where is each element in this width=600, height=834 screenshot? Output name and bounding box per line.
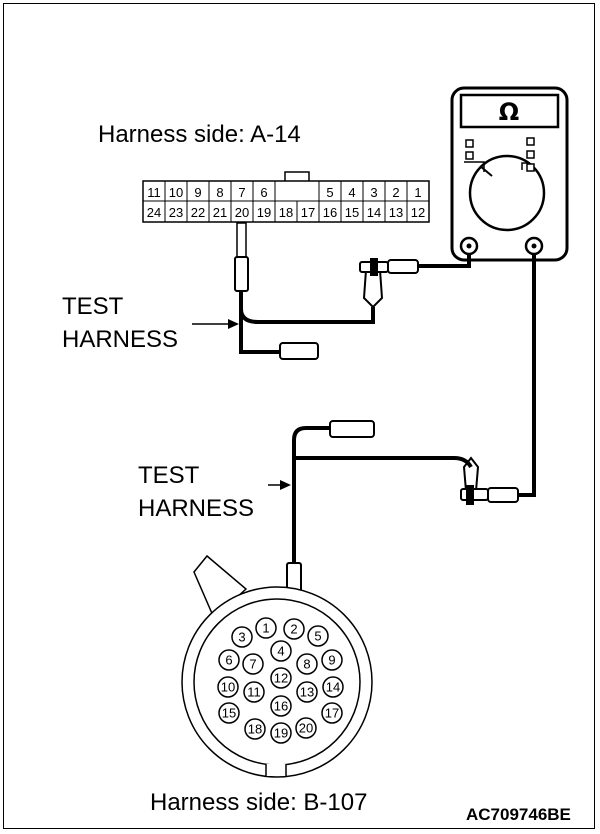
a14-pin-2: 2 xyxy=(392,185,399,200)
figure-code: AC709746BE xyxy=(466,805,571,824)
b107-pin-12 xyxy=(270,667,292,689)
test-harness-upper-line1: TEST xyxy=(62,293,124,320)
b107-pin-label-16: 16 xyxy=(274,699,288,714)
b107-pin-13 xyxy=(296,681,318,703)
b107-pin-label-6: 6 xyxy=(225,653,232,668)
b107-pin-3 xyxy=(231,626,253,648)
lower-test-probe xyxy=(286,420,473,624)
test-harness-lower-line2: HARNESS xyxy=(138,495,255,522)
b107-pin-14 xyxy=(322,676,344,698)
a14-pin-8: 8 xyxy=(216,185,223,200)
a14-pin-22: 22 xyxy=(191,205,205,220)
a14-pin-16: 16 xyxy=(323,205,337,220)
a14-pin-18: 18 xyxy=(279,205,293,220)
a14-pin-13: 13 xyxy=(389,205,403,220)
b107-pin-9 xyxy=(321,649,343,671)
multimeter: Ω xyxy=(450,86,569,262)
a14-pin-6: 6 xyxy=(260,185,267,200)
b107-pin-label-7: 7 xyxy=(249,657,256,672)
a14-pin-4: 4 xyxy=(348,185,355,200)
selector-dial xyxy=(468,154,546,232)
a14-pin-24: 24 xyxy=(147,205,161,220)
test-harness-lower-line1: TEST xyxy=(138,462,200,489)
a14-pin-15: 15 xyxy=(345,205,359,220)
b107-pin-18 xyxy=(244,718,266,740)
a14-pin-17: 17 xyxy=(301,205,315,220)
b107-pin-label-8: 8 xyxy=(303,657,310,672)
b107-pin-label-1: 1 xyxy=(262,621,269,636)
a14-pin-12: 12 xyxy=(411,205,425,220)
b107-pin-label-2: 2 xyxy=(290,622,297,637)
leader-arrows xyxy=(192,319,291,490)
a14-pin-3: 3 xyxy=(370,185,377,200)
b107-pin-20 xyxy=(295,717,317,739)
connector-b107-key xyxy=(193,554,248,620)
test-harness-upper-line2: HARNESS xyxy=(62,326,179,353)
b107-pin-label-11: 11 xyxy=(247,685,261,700)
b107-pin-15 xyxy=(218,702,240,724)
meter-lead-left xyxy=(418,254,471,268)
a14-pin-20: 20 xyxy=(235,205,249,220)
b107-pin-label-14: 14 xyxy=(326,680,340,695)
b107-pin-label-18: 18 xyxy=(248,722,262,737)
a14-pin-19: 19 xyxy=(257,205,271,220)
b107-pin-8 xyxy=(296,653,318,675)
b107-pin-label-15: 15 xyxy=(222,706,236,721)
b107-pin-label-13: 13 xyxy=(300,685,314,700)
b107-pin-label-12: 12 xyxy=(274,671,288,686)
connector-a14-label: Harness side: A-14 xyxy=(98,121,301,148)
b107-pin-label-9: 9 xyxy=(328,653,335,668)
a14-pin-5: 5 xyxy=(326,185,333,200)
b107-pin-5 xyxy=(307,625,329,647)
b107-pin-4 xyxy=(270,640,292,662)
b107-pin-16 xyxy=(270,695,292,717)
a14-pin-11: 11 xyxy=(147,185,161,200)
b107-pin-19 xyxy=(270,722,292,744)
a14-pin-21: 21 xyxy=(213,205,227,220)
b107-pin-label-17: 17 xyxy=(325,706,339,721)
lower-alligator-clip xyxy=(460,456,519,505)
b107-pin-1 xyxy=(255,617,277,639)
a14-pin-7: 7 xyxy=(238,185,245,200)
upper-spare-plug xyxy=(279,342,319,360)
diagram-frame xyxy=(3,3,595,829)
b107-pin-label-10: 10 xyxy=(221,680,235,695)
meter-lead-right xyxy=(518,254,536,497)
a14-pin-9: 9 xyxy=(194,185,201,200)
connector-a14 xyxy=(142,171,430,223)
b107-pin-2 xyxy=(283,618,305,640)
lower-spare-plug xyxy=(329,420,375,438)
b107-pin-10 xyxy=(217,676,239,698)
a14-pin-10: 10 xyxy=(169,185,183,200)
ohm-symbol: Ω xyxy=(499,98,519,126)
b107-pin-label-20: 20 xyxy=(299,721,313,736)
b107-pin-label-4: 4 xyxy=(277,644,284,659)
a14-pin-23: 23 xyxy=(169,205,183,220)
upper-test-probe xyxy=(234,222,375,360)
upper-alligator-clip xyxy=(359,258,419,309)
b107-pin-7 xyxy=(242,653,264,675)
b107-pin-6 xyxy=(218,649,240,671)
b107-pin-label-19: 19 xyxy=(274,726,288,741)
a14-pin-14: 14 xyxy=(367,205,381,220)
connector-b107 xyxy=(181,554,373,778)
a14-pin-1: 1 xyxy=(414,185,421,200)
connector-b107-label: Harness side: B-107 xyxy=(150,789,368,816)
b107-pin-17 xyxy=(321,702,343,724)
b107-pin-11 xyxy=(243,681,265,703)
b107-pin-label-5: 5 xyxy=(314,629,321,644)
b107-pin-label-3: 3 xyxy=(238,630,245,645)
